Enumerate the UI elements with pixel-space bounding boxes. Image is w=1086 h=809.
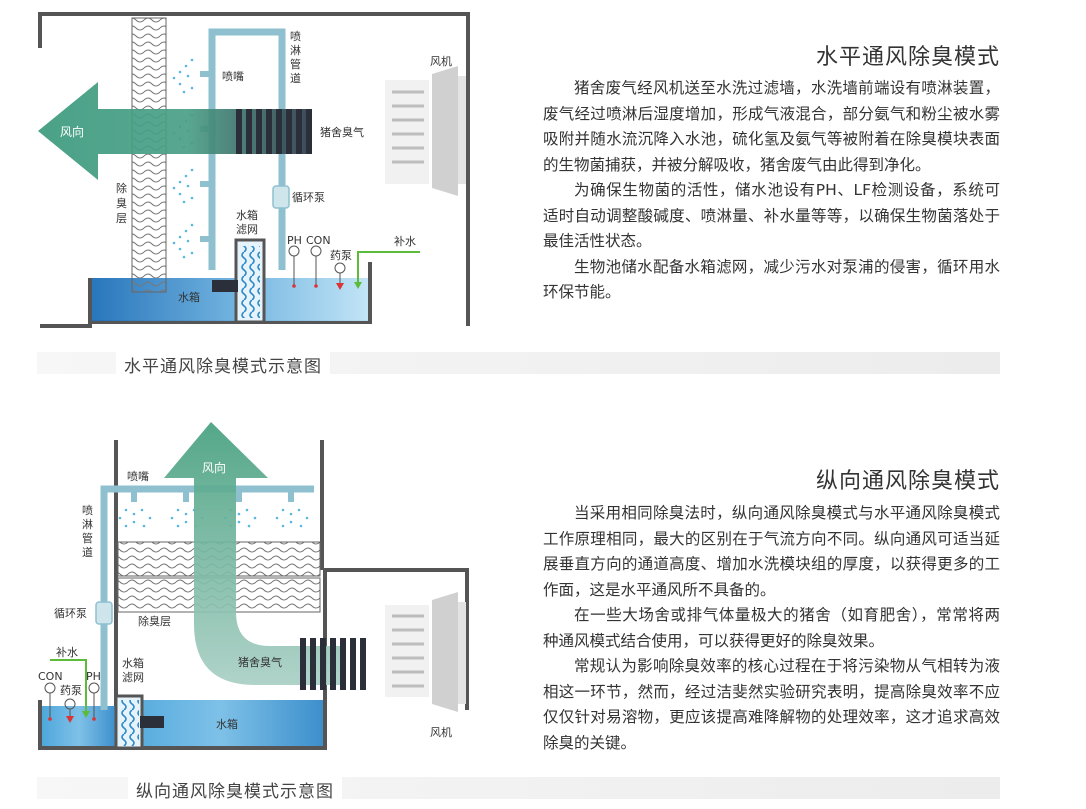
circulation-pump-icon (95, 601, 113, 625)
svg-text:臭: 臭 (116, 196, 127, 210)
refill-pipe (50, 659, 87, 714)
svg-text:层: 层 (116, 212, 127, 225)
tank-basin (88, 262, 372, 324)
ph-sensor-icon (88, 682, 100, 721)
dosing-label: 药泵 (330, 249, 352, 262)
tank-label: 水箱 (216, 717, 238, 731)
dosing-pump-icon (334, 262, 346, 290)
dosing-label: 药泵 (60, 684, 82, 697)
con-label: CON (38, 670, 63, 683)
section1-description: 猪舍废气经风机送至水洗过滤墙，水洗墙前端设有喷淋装置，废气经过喷淋后湿度增加，形… (543, 76, 1000, 306)
section2-paragraph: 在一些大场舍或排气体量极大的猪舍（如育肥舍），常常将两种通风模式结合使用，可以获… (543, 606, 1000, 650)
pig-gas-label: 猪舍臭气 (238, 655, 282, 669)
spray-pipe-label: 喷 淋 管 道 (82, 504, 93, 559)
section2-description: 当采用相同除臭法时，纵向通风除臭模式与水平通风除臭模式工作原理相同，最大的区别在… (543, 501, 1000, 756)
section2-title: 纵向通风除臭模式 (815, 469, 1000, 494)
svg-text:喷: 喷 (290, 30, 301, 43)
svg-text:淋: 淋 (290, 44, 301, 57)
nozzle-label: 喷嘴 (127, 470, 149, 483)
vertical-mode-diagram: 风向 喷嘴 喷 淋 管 道 风机 猪舍臭气 除臭层 循环泵 水箱 滤网 补水 C… (38, 422, 469, 750)
fan-label: 风机 (430, 54, 452, 68)
con-sensor-icon (44, 682, 56, 721)
deodorization-layer (131, 17, 167, 293)
section1-title: 水平通风除臭模式 (815, 45, 1000, 70)
wind-arrow (38, 82, 310, 180)
section2-caption: 纵向通风除臭模式示意图 (128, 777, 342, 802)
con-sensor-icon (310, 245, 322, 288)
wind-label: 风向 (202, 460, 226, 475)
wind-label: 风向 (60, 124, 84, 139)
wind-arrow (164, 422, 345, 685)
tank-label: 水箱 (178, 290, 200, 304)
deodor-layer-label: 除 臭 层 (116, 181, 127, 225)
section2-paragraph: 常规认为影响除臭效率的核心过程在于将污染物从气相转为液相这一环节，然而，经过洁斐… (543, 657, 1000, 752)
svg-text:淋: 淋 (82, 518, 93, 531)
filter-label-line2: 滤网 (236, 223, 258, 236)
dosing-pump-icon (64, 698, 76, 723)
fan-label: 风机 (430, 725, 452, 739)
circulation-pump-icon (272, 185, 290, 209)
section1-paragraph: 为确保生物菌的活性，储水池设有PH、LF检测设备，系统可适时自动调整酸碱度、喷淋… (543, 181, 1000, 250)
refill-label: 补水 (56, 646, 78, 659)
horizontal-mode-diagram: 风向 喷嘴 喷 淋 管 道 风机 猪舍臭气 除 臭 层 循环泵 水箱 滤网 PH… (38, 12, 470, 328)
filter-label-line2: 滤网 (122, 671, 144, 684)
fan-icon (385, 592, 466, 712)
fan-icon (385, 66, 466, 196)
section1-caption: 水平通风除臭模式示意图 (116, 352, 330, 377)
section1-paragraph: 生物池储水配备水箱滤网，减少污水对泵浦的侵害，循环用水环保节能。 (543, 257, 1000, 302)
ph-sensor-icon (288, 245, 300, 288)
svg-text:除: 除 (116, 181, 127, 195)
svg-text:喷: 喷 (82, 504, 93, 517)
refill-label: 补水 (394, 235, 416, 248)
svg-text:管: 管 (290, 57, 301, 71)
ph-label: PH (86, 670, 101, 683)
deodor-layer-label: 除臭层 (138, 614, 171, 628)
section1-paragraph: 猪舍废气经风机送至水洗过滤墙，水洗墙前端设有喷淋装置，废气经过喷淋后湿度增加，形… (543, 79, 1000, 174)
svg-text:道: 道 (290, 71, 301, 85)
filter-label-line1: 水箱 (236, 208, 258, 222)
spray-pipe-label: 喷 淋 管 道 (290, 30, 301, 85)
svg-text:道: 道 (82, 545, 93, 559)
section2-paragraph: 当采用相同除臭法时，纵向通风除臭模式与水平通风除臭模式工作原理相同，最大的区别在… (543, 504, 1000, 599)
spray-pipe (100, 485, 314, 710)
con-label: CON (306, 234, 331, 247)
pig-gas-label: 猪舍臭气 (320, 125, 364, 139)
ph-label: PH (287, 234, 302, 247)
filter-label-line1: 水箱 (122, 656, 144, 670)
pump-label: 循环泵 (292, 191, 325, 204)
svg-text:管: 管 (82, 531, 93, 545)
refill-pipe (357, 251, 420, 285)
pump-label: 循环泵 (54, 607, 87, 620)
nozzle-label: 喷嘴 (222, 70, 244, 83)
